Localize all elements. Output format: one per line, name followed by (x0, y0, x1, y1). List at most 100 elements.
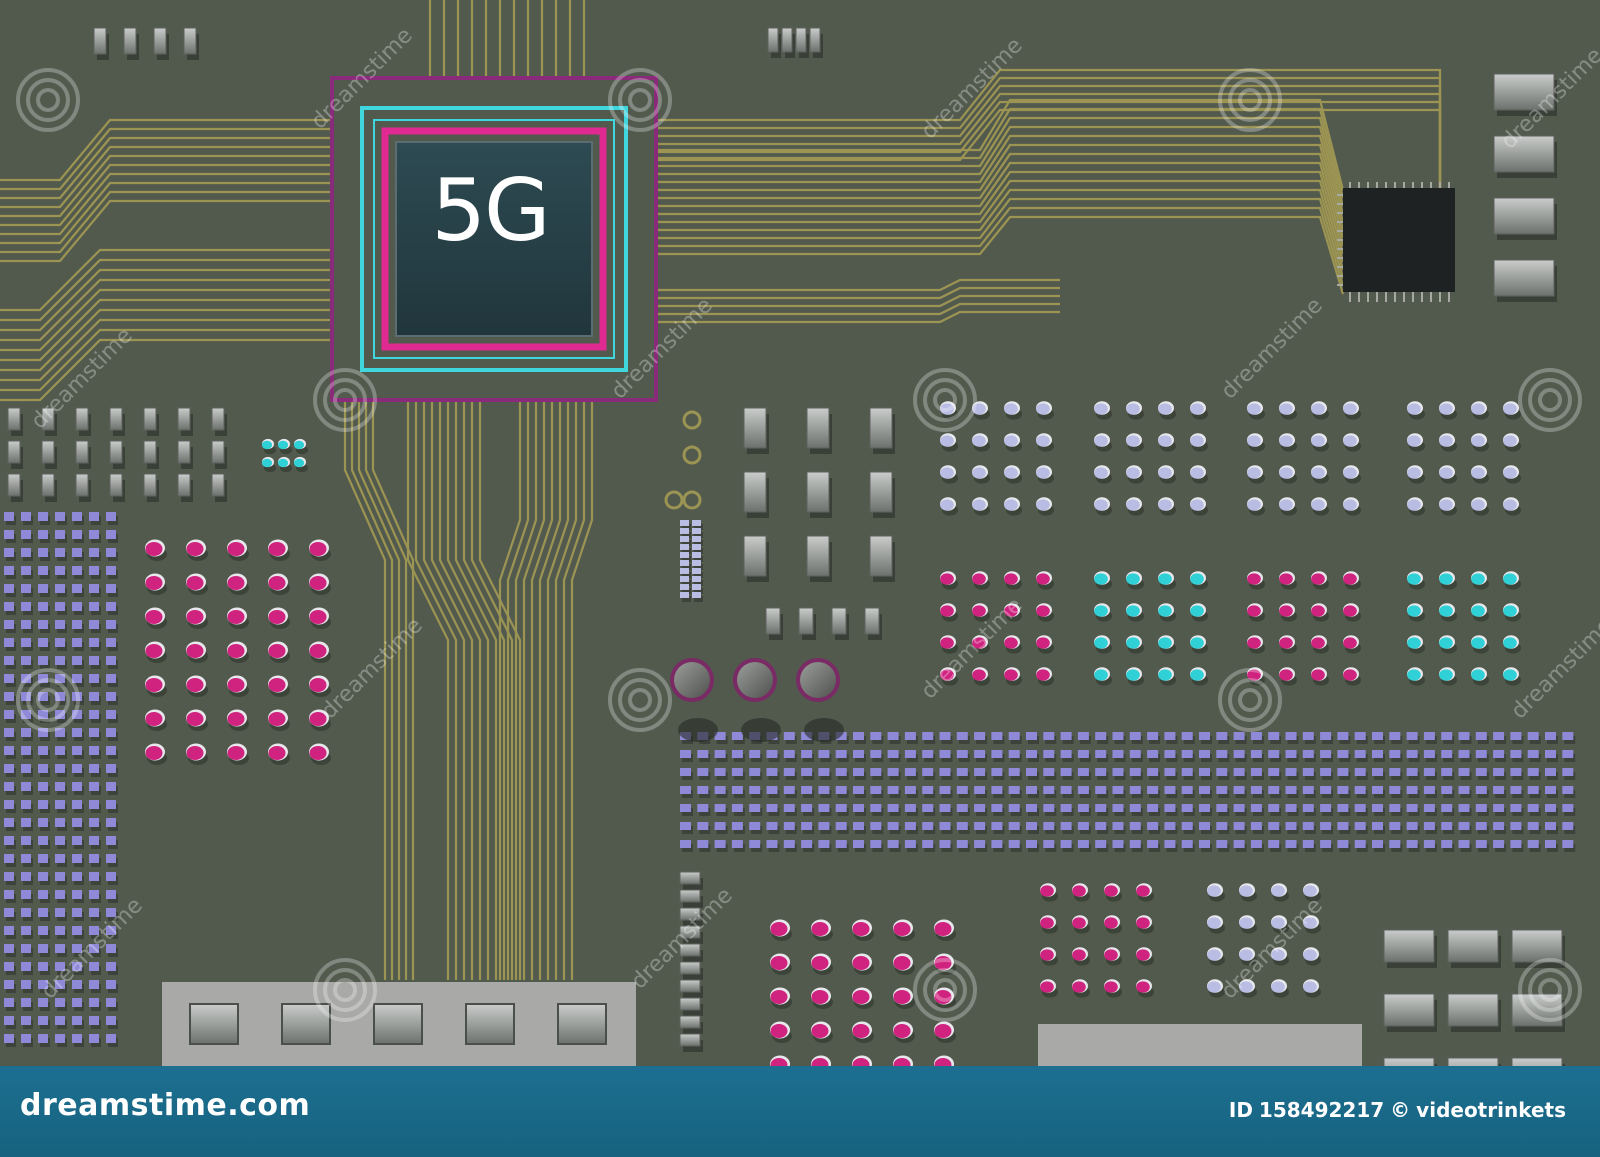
violet-pad (21, 854, 31, 863)
trace (0, 278, 332, 342)
solder-pad (1439, 573, 1453, 585)
violet-pad (1545, 768, 1556, 776)
violet-pad (1320, 786, 1332, 794)
solder-pad-magenta (227, 610, 245, 624)
resistor (743, 407, 767, 449)
violet-pad (89, 782, 99, 791)
violet-pad (4, 548, 14, 557)
small-pad (692, 544, 701, 550)
violet-pad (1164, 822, 1176, 830)
solder-pad (1104, 981, 1118, 993)
violet-pad (1112, 786, 1124, 794)
violet-pad (1026, 840, 1037, 848)
resistor-large (1493, 135, 1555, 173)
solder-pad (1104, 885, 1118, 897)
solder-pad (1471, 669, 1485, 681)
connector-pad (557, 1003, 607, 1045)
trace (357, 400, 401, 980)
watermark-icon (313, 368, 377, 432)
brand-logo-text[interactable]: dreamstime.com (20, 1088, 311, 1123)
violet-pad (4, 512, 14, 521)
solder-pad (1311, 467, 1325, 479)
trace (0, 298, 332, 362)
resistor (869, 471, 893, 513)
violet-pad (21, 1016, 31, 1025)
violet-pad (38, 782, 48, 791)
solder-pad-magenta (893, 922, 911, 936)
solder-pad-magenta (934, 1024, 952, 1038)
violet-pad (1129, 786, 1141, 794)
violet-pad (4, 818, 14, 827)
solder-pad (972, 669, 986, 681)
violet-pad (1372, 750, 1383, 758)
violet-pad (904, 840, 916, 848)
violet-pad (4, 692, 14, 701)
trace (422, 400, 466, 980)
violet-pad (1112, 840, 1124, 848)
violet-pad (680, 768, 691, 776)
violet-pad (766, 840, 778, 848)
solder-pad (1004, 499, 1018, 511)
trace (438, 400, 482, 980)
violet-pad (697, 750, 709, 758)
violet-pad (55, 746, 65, 755)
trace (0, 145, 332, 209)
violet-pad (1458, 840, 1470, 848)
resistor (41, 407, 55, 431)
violet-pad (1095, 750, 1107, 758)
solder-pad-magenta (934, 1058, 952, 1066)
solder-pad (972, 435, 986, 447)
violet-pad (1302, 840, 1314, 848)
violet-pad (1250, 840, 1262, 848)
solder-pad (1471, 403, 1485, 415)
resistor (7, 440, 21, 464)
trace (498, 400, 522, 980)
violet-pad (21, 512, 31, 521)
violet-pad (1493, 786, 1505, 794)
violet-pad (818, 822, 830, 830)
small-pad (680, 568, 689, 574)
watermark-icon (1238, 688, 1262, 712)
solder-pad (1040, 981, 1054, 993)
violet-pad (1389, 732, 1401, 740)
violet-pad (1077, 840, 1089, 848)
violet-pad (1216, 804, 1228, 812)
violet-pad (1527, 840, 1539, 848)
violet-pad (1216, 822, 1228, 830)
violet-pad (1320, 822, 1332, 830)
violet-pad (21, 908, 31, 917)
violet-pad (1043, 804, 1055, 812)
author-name[interactable]: videotrinkets (1416, 1098, 1566, 1122)
violet-pad (853, 768, 864, 776)
violet-pad (1147, 840, 1159, 848)
chip-frame-mid (360, 106, 628, 372)
solder-pad (1094, 499, 1108, 511)
violet-pad (801, 786, 813, 794)
violet-pad (106, 728, 116, 737)
solder-pad (1158, 499, 1172, 511)
violet-pad (21, 728, 31, 737)
violet-pad (697, 804, 709, 812)
violet-pad (1337, 732, 1349, 740)
violet-pad (21, 620, 31, 629)
violet-pad (1112, 732, 1124, 740)
violet-pad (1458, 768, 1470, 776)
violet-pad (1181, 804, 1193, 812)
violet-pad (1337, 822, 1349, 830)
trace (656, 170, 1345, 255)
trace (0, 118, 332, 182)
violet-pad (1095, 822, 1107, 830)
violet-pad (1389, 768, 1401, 776)
solder-pad (1471, 467, 1485, 479)
violet-pad (1354, 768, 1366, 776)
watermark-icon (26, 678, 70, 722)
violet-pad (106, 584, 116, 593)
violet-pad (783, 822, 795, 830)
violet-pad (1095, 768, 1107, 776)
violet-pad (749, 768, 761, 776)
violet-pad (55, 890, 65, 899)
solder-pad (1072, 981, 1086, 993)
violet-pad (55, 512, 65, 521)
trace (656, 98, 1345, 191)
